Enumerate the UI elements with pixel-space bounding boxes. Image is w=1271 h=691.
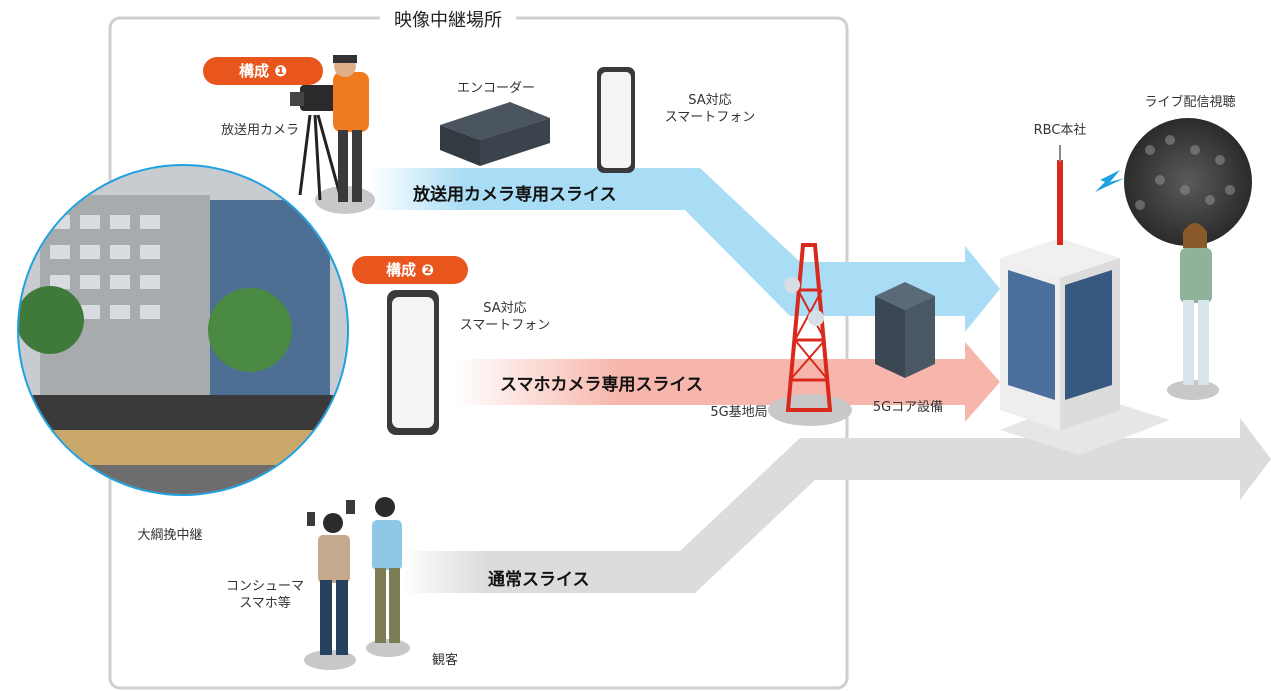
consumer-phones-label: コンシューマ スマホ等 — [225, 579, 304, 611]
core-label: 5Gコア設備 — [872, 400, 944, 415]
broadcast-camera-operator — [290, 55, 375, 214]
smartphone-slice-arrow — [455, 342, 1000, 422]
live-view-crowd-photo — [1124, 118, 1252, 246]
sa-phone-1-label: SA対応 スマートフォン — [664, 93, 756, 125]
sa-phone-1-device — [597, 67, 635, 173]
viewer-person — [1167, 223, 1219, 400]
camera-slice-label: 放送用カメラ専用スライス — [413, 185, 617, 205]
hq-label: RBC本社 — [1033, 123, 1087, 138]
live-view-label: ライブ配信視聴 — [1144, 95, 1236, 110]
5g-core-server — [875, 282, 935, 378]
sa-phone-2-label: SA対応 スマートフォン — [459, 301, 551, 333]
normal-slice-arrow — [400, 418, 1271, 593]
camera-slice-arrow — [370, 168, 1000, 332]
tug-of-war-label: 大綱挽中継 — [137, 528, 203, 543]
config-2-badge: 構成 ❷ — [352, 256, 468, 284]
consumer-spectators — [304, 497, 410, 670]
smartphone-slice-label: スマホカメラ専用スライス — [500, 375, 703, 395]
rbc-hq-building — [1000, 145, 1170, 455]
base-station-label: 5G基地局 — [710, 405, 768, 420]
encoder-device — [440, 102, 550, 166]
sa-phone-2-device — [387, 290, 439, 435]
encoder-label: エンコーダー — [456, 81, 535, 96]
broadcast-camera-label: 放送用カメラ — [220, 123, 299, 138]
5g-base-station-tower — [768, 243, 852, 426]
tug-of-war-photo — [17, 164, 349, 496]
normal-slice-label: 通常スライス — [488, 570, 590, 590]
config-1-badge: 構成 ❶ — [203, 57, 323, 85]
venue-title: 映像中継場所 — [380, 6, 516, 32]
audience-label: 観客 — [431, 653, 458, 668]
